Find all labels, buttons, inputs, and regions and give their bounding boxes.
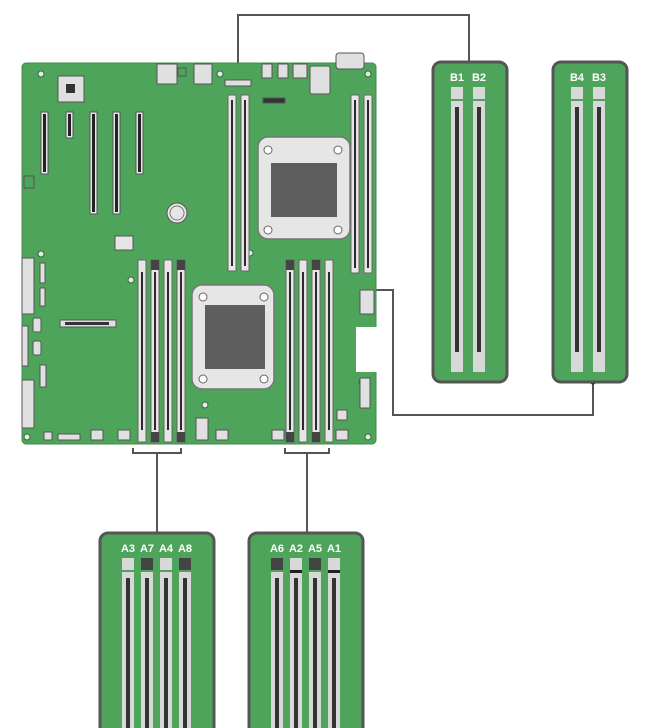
dimm-latch-a8	[179, 558, 191, 570]
left-connectors	[21, 175, 47, 429]
dimm-latch-b4	[571, 87, 583, 99]
board-dimm-a-left	[137, 259, 186, 443]
dimm-label-a7: A7	[140, 543, 154, 555]
dimm-channel-b3	[597, 107, 601, 352]
dimm-label-a1: A1	[327, 543, 341, 555]
dimm-latch-bottom-b1	[451, 358, 463, 370]
dimm-channel-b1	[455, 107, 459, 352]
cpu-socket-1	[257, 136, 351, 240]
memory-panel-b-right-b: B4 B3	[551, 60, 629, 384]
dimm-label-b2: B2	[472, 72, 486, 84]
dimm-channel-b2	[477, 107, 481, 352]
dimm-latch-bottom-b3	[593, 358, 605, 370]
connector-b1-b2	[237, 14, 470, 80]
dimm-latch-a5	[309, 558, 321, 570]
dimm-channel-b4	[575, 107, 579, 352]
memory-panel-b-right-a: B1 B2	[431, 60, 509, 384]
dimm-channel-a8	[183, 578, 187, 728]
dimm-label-b3: B3	[592, 72, 606, 84]
dimm-channel-a6	[275, 578, 279, 728]
cpu-socket-2	[191, 284, 275, 390]
dimm-latch-bottom-b2	[473, 358, 485, 370]
dimm-latch-bottom-b4	[571, 358, 583, 370]
connector-a3-a8	[132, 448, 182, 454]
dimm-channel-a1	[332, 578, 336, 728]
dimm-label-a6: A6	[270, 543, 284, 555]
motherboard	[21, 52, 378, 445]
board-dimm-a-right	[285, 259, 334, 443]
memory-panel-a-bottom-right: A6 A2 A5 A1	[247, 531, 365, 728]
dimm-latch-a3	[122, 558, 134, 570]
dimm-channel-a3	[126, 578, 130, 728]
dimm-channel-a5	[313, 578, 317, 728]
memory-panel-a-bottom-left: A3 A7 A4 A8	[98, 531, 216, 728]
rear-io-connectors	[156, 52, 365, 104]
dimm-label-a2: A2	[289, 543, 303, 555]
dimm-latch-a4	[160, 558, 172, 570]
bottom-connectors	[43, 289, 375, 441]
dimm-latch-b2	[473, 87, 485, 99]
board-cutout	[356, 327, 378, 372]
memory-panel-frame	[98, 531, 216, 728]
connector-lines	[132, 14, 594, 538]
dimm-latch-b3	[593, 87, 605, 99]
connector-b3-b4	[353, 289, 594, 416]
dimm-key-a1	[328, 570, 340, 573]
front-panel-header	[59, 319, 117, 328]
dimm-latch-a1	[328, 558, 340, 570]
dimm-label-b1: B1	[450, 72, 464, 84]
dimm-key-a2	[290, 570, 302, 573]
memory-panel-frame	[551, 60, 629, 384]
dimm-latch-a2	[290, 558, 302, 570]
dimm-label-a8: A8	[178, 543, 192, 555]
dimm-latch-a6	[271, 558, 283, 570]
memory-panel-frame	[247, 531, 365, 728]
dimm-label-a5: A5	[308, 543, 322, 555]
dimm-latch-b1	[451, 87, 463, 99]
dimm-label-a4: A4	[159, 543, 174, 555]
memory-panel-frame	[431, 60, 509, 384]
dimm-channel-a2	[294, 578, 298, 728]
dimm-label-b4: B4	[570, 72, 585, 84]
dimm-latch-a7	[141, 558, 153, 570]
dimm-channel-a4	[164, 578, 168, 728]
dimm-channel-a7	[145, 578, 149, 728]
connector-a6-a1	[284, 448, 330, 454]
dimm-label-a3: A3	[121, 543, 135, 555]
